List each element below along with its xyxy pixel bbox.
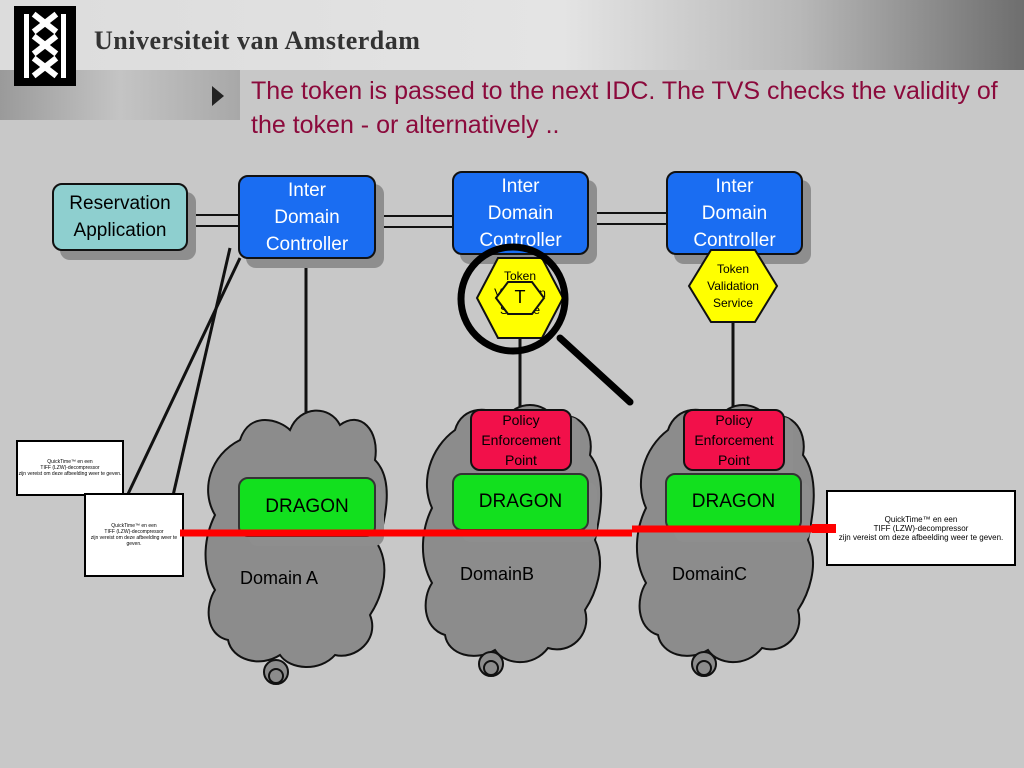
slide-title: The token is passed to the next IDC. The… (251, 77, 998, 139)
dragon-c: DRAGON (665, 473, 802, 531)
reservation-application: Reservation Application (52, 183, 188, 251)
image-placeholder-1: QuickTime™ en een TIFF (LZW)-decompresso… (16, 440, 124, 496)
globe-icon (478, 651, 504, 677)
policy-enforcement-point-c: Policy Enforcement Point (683, 409, 785, 471)
dragon-b: DRAGON (452, 473, 589, 531)
globe-icon (691, 651, 717, 677)
dragon-a: DRAGON (238, 477, 376, 537)
globe-icon (263, 659, 289, 685)
image-placeholder-3: QuickTime™ en een TIFF (LZW)-decompresso… (826, 490, 1016, 566)
domain-a-label: Domain A (240, 568, 319, 588)
vertical-links (126, 247, 735, 501)
domain-c-label: DomainC (672, 564, 748, 584)
token-validation-service-c (687, 249, 779, 323)
control-plane-links (188, 212, 668, 228)
inter-domain-controller-c: Inter Domain Controller (666, 171, 803, 255)
header-banner (0, 0, 1024, 70)
tvs-c-label: Token Validation Service (707, 262, 759, 310)
uva-logo-icon (14, 6, 76, 86)
domain-b-label: DomainB (460, 564, 535, 584)
triangle-right-icon (212, 86, 224, 106)
university-name: Universiteit van Amsterdam (94, 26, 421, 55)
image-placeholder-2: QuickTime™ en een TIFF (LZW)-decompresso… (84, 493, 184, 577)
token-label: T (514, 287, 526, 307)
inter-domain-controller-a: Inter Domain Controller (238, 175, 376, 259)
policy-enforcement-point-b: Policy Enforcement Point (470, 409, 572, 471)
